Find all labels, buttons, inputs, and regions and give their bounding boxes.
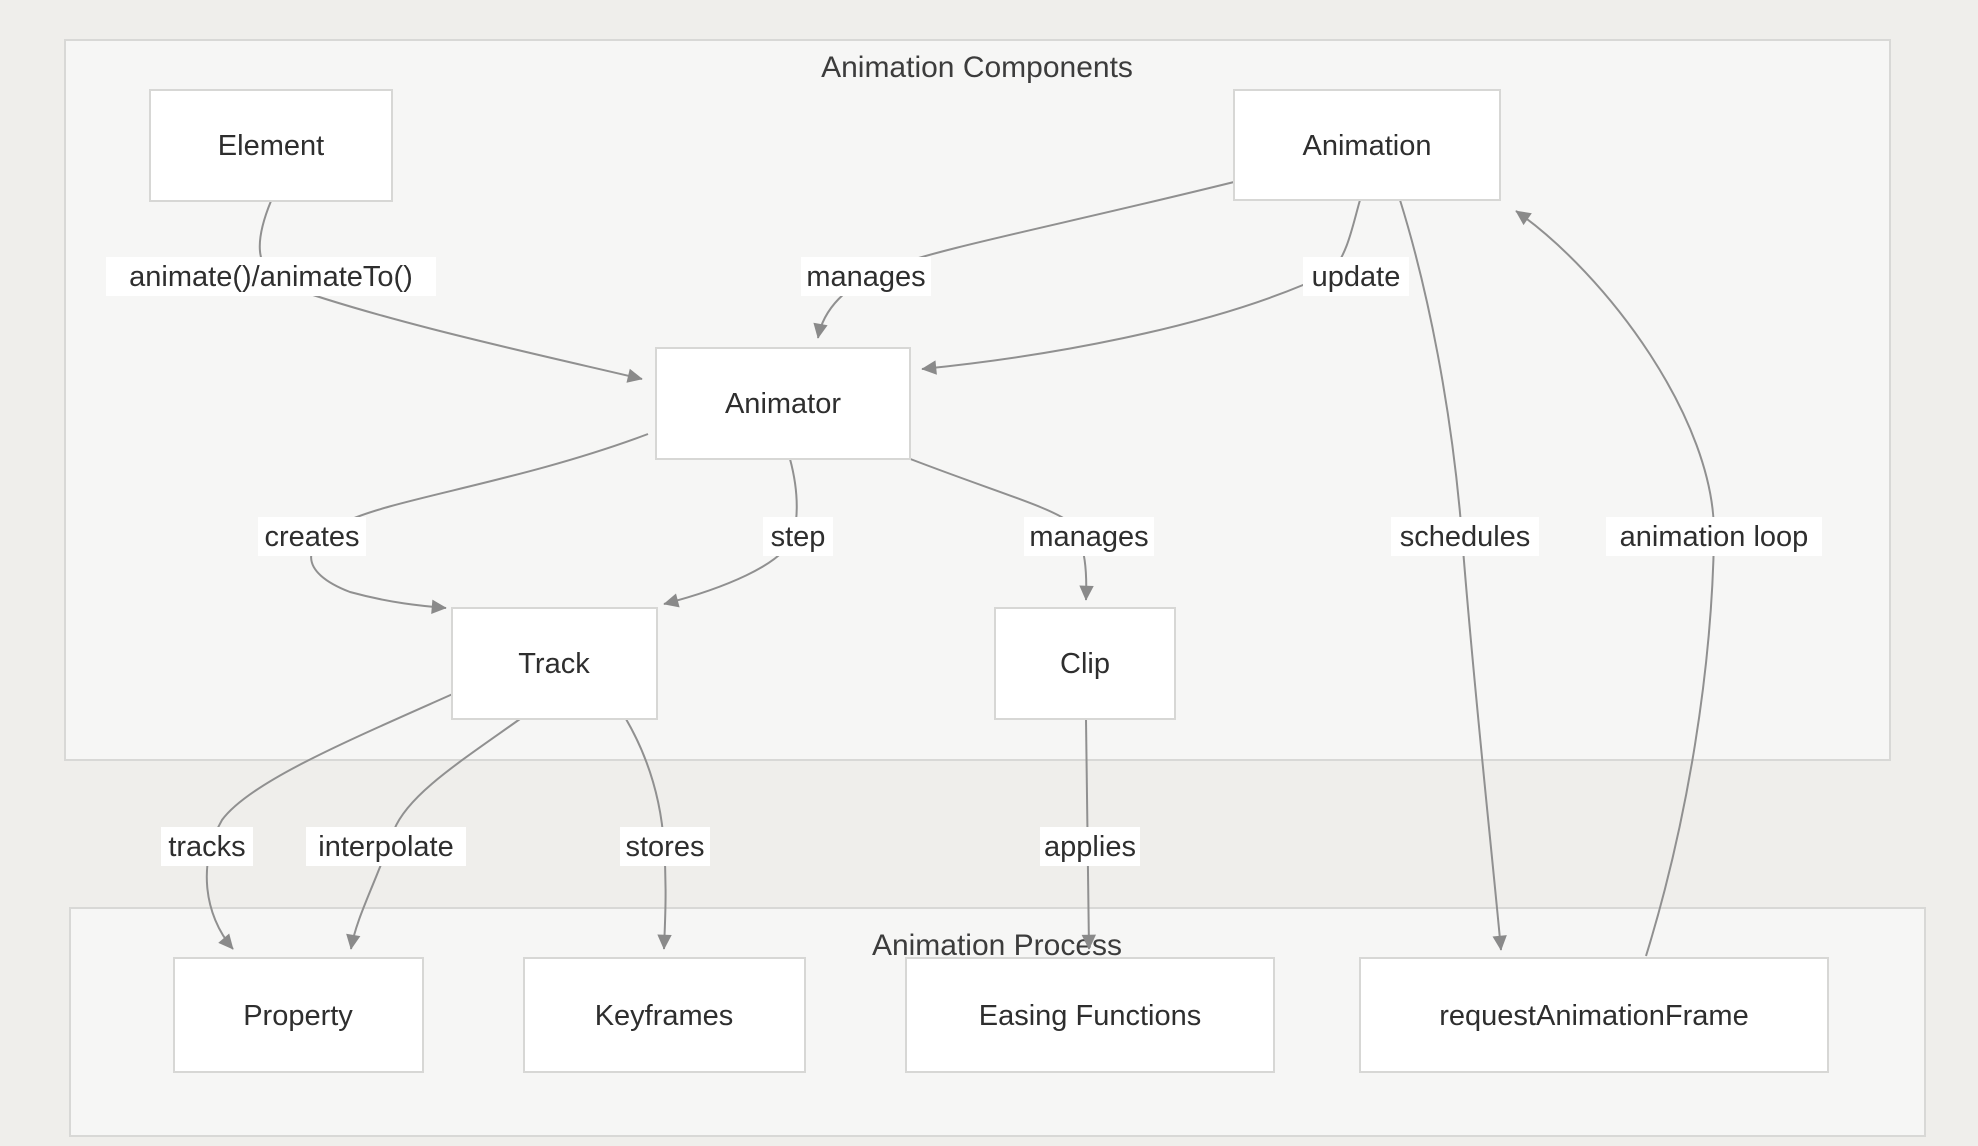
edge-label-update: update [1303, 257, 1409, 296]
node-request-animation-frame: requestAnimationFrame [1359, 957, 1829, 1073]
edge-track-property-tracks [205, 692, 456, 950]
animation-components-title: Animation Components [821, 51, 1133, 84]
node-keyframes: Keyframes [523, 957, 806, 1073]
edge-animation-animator-update [921, 199, 1361, 375]
svg-text:Element: Element [218, 130, 324, 162]
node-clip: Clip [994, 607, 1176, 720]
svg-text:Animator: Animator [725, 388, 841, 420]
edge-label-animation-loop: animation loop [1606, 517, 1822, 556]
svg-text:Track: Track [518, 648, 590, 680]
edge-label-tracks: tracks [161, 827, 253, 866]
edge-label-manages-clip: manages [1024, 517, 1154, 556]
edge-label-step: step [763, 517, 833, 556]
node-track: Track [451, 607, 658, 720]
svg-text:interpolate: interpolate [318, 831, 453, 863]
svg-text:manages: manages [1029, 521, 1148, 553]
node-animator: Animator [655, 347, 911, 460]
svg-text:requestAnimationFrame: requestAnimationFrame [1439, 1000, 1748, 1032]
svg-text:manages: manages [806, 261, 925, 293]
edge-label-manages-animator: manages [801, 257, 931, 296]
edge-label-animate: animate()/animateTo() [106, 257, 436, 296]
svg-text:animation loop: animation loop [1620, 521, 1809, 553]
svg-text:schedules: schedules [1400, 521, 1531, 553]
node-element: Element [149, 89, 393, 202]
svg-text:animate()/animateTo(): animate()/animateTo() [129, 261, 413, 293]
svg-text:Animation: Animation [1303, 130, 1432, 162]
svg-text:Keyframes: Keyframes [595, 1000, 734, 1032]
edge-label-creates: creates [258, 517, 366, 556]
animation-process-title: Animation Process [872, 929, 1122, 962]
node-property: Property [173, 957, 424, 1073]
edge-label-interpolate: interpolate [306, 827, 466, 866]
node-easing-functions: Easing Functions [905, 957, 1275, 1073]
svg-text:step: step [771, 521, 826, 553]
svg-text:stores: stores [626, 831, 705, 863]
edge-label-applies: applies [1040, 827, 1140, 866]
node-animation: Animation [1233, 89, 1501, 201]
svg-text:creates: creates [264, 521, 359, 553]
svg-text:Easing Functions: Easing Functions [979, 1000, 1201, 1032]
edge-label-stores: stores [620, 827, 710, 866]
edge-element-animator [258, 200, 643, 383]
svg-text:Clip: Clip [1060, 648, 1110, 680]
svg-text:tracks: tracks [168, 831, 245, 863]
svg-text:update: update [1312, 261, 1401, 293]
svg-text:Property: Property [243, 1000, 353, 1032]
edge-label-schedules: schedules [1391, 517, 1539, 556]
svg-text:applies: applies [1044, 831, 1136, 863]
